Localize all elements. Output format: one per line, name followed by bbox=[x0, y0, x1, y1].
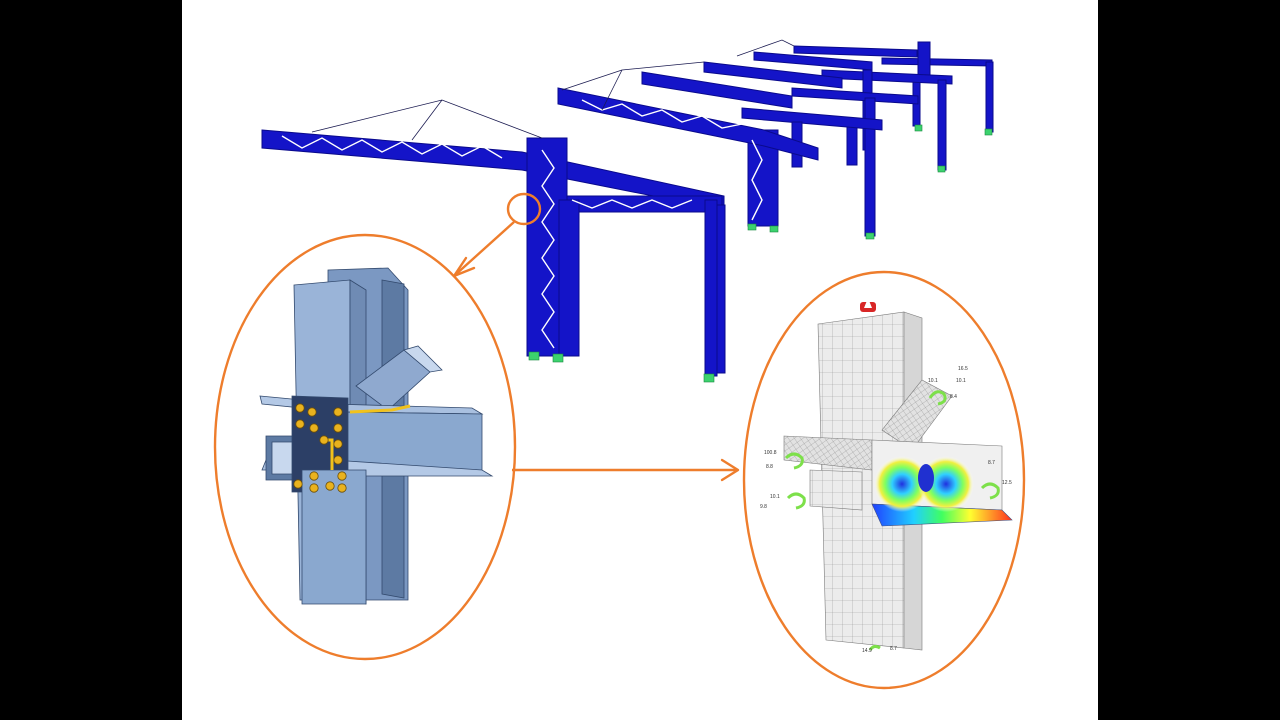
fea-label: 10.1 bbox=[770, 494, 780, 500]
bolt-icon bbox=[337, 471, 347, 481]
fea-label: 10.1 bbox=[956, 378, 966, 384]
bolt-icon bbox=[333, 455, 343, 465]
stress-hotspot bbox=[874, 456, 930, 512]
support-icon bbox=[937, 165, 946, 173]
fea-label: 10.1 bbox=[928, 378, 938, 384]
bolt-icon bbox=[337, 483, 347, 493]
fea-label: 16.5 bbox=[958, 366, 968, 372]
support-icon bbox=[552, 353, 564, 363]
bolt-icon bbox=[319, 435, 329, 445]
callout-arrow-left bbox=[453, 221, 515, 277]
bolt-group bbox=[293, 403, 347, 493]
fea-value-labels: 16.5 10.1 10.1 8.4 100.8 8.8 10.1 9.8 8.… bbox=[760, 366, 1012, 654]
bolt-icon bbox=[309, 471, 319, 481]
fea-label: 8.8 bbox=[766, 464, 773, 470]
truss-web-lines bbox=[281, 99, 763, 349]
fea-label: 8.7 bbox=[988, 460, 995, 466]
support-icon bbox=[865, 232, 875, 240]
bolt-icon bbox=[309, 483, 319, 493]
support-icons bbox=[528, 124, 993, 383]
fea-label: 8.7 bbox=[890, 646, 897, 652]
support-icon bbox=[528, 351, 540, 361]
bolt-icon bbox=[333, 407, 343, 417]
weld-line bbox=[349, 404, 411, 414]
bolt-icon bbox=[295, 403, 305, 413]
support-icon bbox=[703, 373, 715, 383]
load-icon bbox=[860, 298, 876, 312]
bolt-icon bbox=[293, 479, 303, 489]
bolt-icon bbox=[333, 439, 343, 449]
support-icon bbox=[747, 223, 757, 231]
bolt-icon bbox=[307, 407, 317, 417]
support-icon bbox=[984, 128, 993, 136]
fea-result-oval bbox=[742, 270, 1026, 690]
steel-frame-structure bbox=[261, 39, 994, 383]
diagram-svg: 16.5 10.1 10.1 8.4 100.8 8.8 10.1 9.8 8.… bbox=[213, 39, 1026, 690]
bolt-icon bbox=[295, 419, 305, 429]
spring-icon bbox=[784, 390, 1000, 651]
fea-label: 8.4 bbox=[950, 394, 957, 400]
highlight-circle bbox=[506, 192, 542, 226]
bolt-icon bbox=[309, 423, 319, 433]
diagram-canvas: 16.5 10.1 10.1 8.4 100.8 8.8 10.1 9.8 8.… bbox=[182, 0, 1098, 720]
connection-detail-oval bbox=[213, 233, 517, 661]
fea-label: 100.8 bbox=[764, 450, 777, 456]
bolt-icon bbox=[333, 423, 343, 433]
connection-3d-model bbox=[259, 267, 494, 605]
support-icon bbox=[769, 225, 779, 233]
cable-stays bbox=[311, 39, 795, 141]
fea-label: 12.5 bbox=[1002, 480, 1012, 486]
fea-label: 9.8 bbox=[760, 504, 767, 510]
fea-mesh-model bbox=[783, 311, 1013, 651]
support-icon bbox=[914, 124, 923, 132]
main-column-near bbox=[526, 137, 726, 377]
fea-loads: 16.5 10.1 10.1 8.4 100.8 8.8 10.1 9.8 8.… bbox=[760, 298, 1012, 654]
roof-girder-far-3 bbox=[703, 61, 919, 237]
bolt-icon bbox=[325, 481, 335, 491]
fea-label: 14.9 bbox=[862, 648, 872, 654]
highlight-annotations bbox=[213, 192, 1026, 690]
